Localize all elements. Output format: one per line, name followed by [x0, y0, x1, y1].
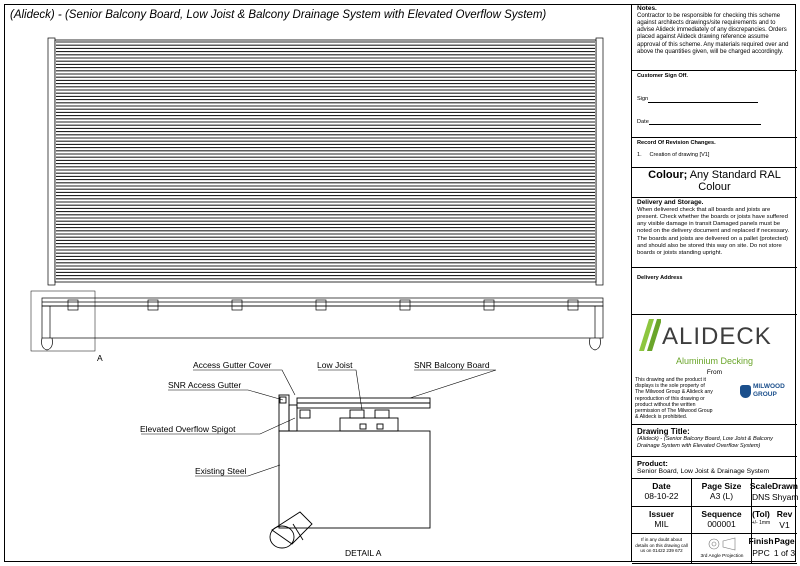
product-section: Product: Senior Board, Low Joist & Drain…	[632, 457, 797, 479]
revision-number: 1.	[637, 151, 642, 158]
tolerance-value: +/- 1mm	[751, 520, 771, 526]
leader-lines	[141, 369, 497, 477]
drawn-value: Shyam	[772, 492, 799, 502]
date-value: 08-10-22	[644, 491, 679, 501]
milwood-group-bottom: GROUP	[753, 391, 777, 398]
drawing-header: (Alideck) - (Senior Balcony Board, Low J…	[10, 9, 547, 21]
label-low-joist: Low Joist	[317, 360, 353, 370]
delivery-text: When delivered check that all boards and…	[637, 206, 790, 257]
drawing-title-heading: Drawing Title:	[637, 427, 690, 436]
label-snr-access-gutter: SNR Access Gutter	[168, 380, 242, 390]
rev-value: V1	[779, 520, 790, 530]
delivery-heading: Delivery and Storage.	[637, 199, 704, 206]
drawing-frame	[4, 4, 796, 562]
milwood-group-top: MILWOOD	[753, 383, 785, 390]
sequence-heading: Sequence	[701, 509, 742, 519]
product-text: Senior Board, Low Joist & Drainage Syste…	[637, 468, 770, 475]
finish-value: PPC	[752, 548, 770, 558]
drawn-heading: Drawn	[772, 481, 798, 491]
plan-view	[47, 37, 604, 286]
sign-field[interactable]	[648, 101, 759, 103]
alideck-logo-mark	[639, 319, 661, 351]
alideck-brand: ALIDECK	[662, 323, 772, 350]
from-text: From	[706, 369, 723, 376]
date-label: Date	[637, 118, 649, 125]
issuer-value: MIL	[654, 519, 669, 529]
colour-label: Colour;	[648, 169, 688, 181]
revisions-section: Record Of Revision Changes. 1. Creation …	[632, 138, 797, 168]
label-access-gutter-cover: Access Gutter Cover	[193, 360, 272, 370]
title-block: Notes. Contractor to be responsible for …	[631, 4, 799, 564]
scale-heading: Scale	[749, 481, 773, 491]
detail-a	[269, 394, 431, 549]
label-existing-steel: Existing Steel	[195, 466, 247, 476]
delivery-address-heading: Delivery Address	[637, 275, 683, 281]
notes-text: Contractor to be responsible for checkin…	[637, 12, 789, 55]
section-elevation	[30, 290, 604, 352]
milwood-emblem-icon	[740, 385, 751, 398]
doubt-text: If in any doubt about details on this dr…	[632, 534, 692, 564]
date-field[interactable]	[648, 124, 761, 126]
label-snr-balcony-board: SNR Balcony Board	[414, 360, 490, 370]
notes-heading: Notes.	[637, 5, 657, 12]
projection-text: 3rd Angle Projection	[700, 554, 744, 559]
details-table: Date 08-10-22 Page Size A3 (L) Scale DNS…	[632, 479, 799, 564]
rev-heading: Rev	[776, 509, 793, 519]
scale-value: DNS	[752, 492, 770, 502]
view-marker-a: A	[97, 353, 103, 363]
drawing-title-text: (Alideck) - (Senior Balcony Board, Low J…	[637, 436, 773, 449]
colour-section: Colour; Any Standard RAL Colour	[632, 168, 797, 198]
date-heading: Date	[652, 481, 671, 491]
page-heading: Page	[774, 536, 795, 546]
copyright-text: This drawing and the product it displays…	[635, 377, 713, 421]
issuer-heading: Issuer	[648, 509, 675, 519]
alideck-tagline: Aluminium Decking	[675, 356, 754, 366]
notes-section: Notes. Contractor to be responsible for …	[632, 4, 797, 71]
product-heading: Product:	[637, 459, 668, 468]
page-size-value: A3 (L)	[709, 491, 734, 501]
page-size-heading: Page Size	[701, 481, 742, 491]
revision-text: Creation of drawing [V1]	[649, 151, 710, 158]
drawing-title-section: Drawing Title: (Alideck) - (Senior Balco…	[632, 425, 797, 457]
tolerance-heading: (Tol)	[752, 509, 770, 519]
page-value: 1 of 3	[773, 548, 796, 558]
finish-heading: Finish	[748, 536, 774, 546]
signoff-heading: Customer Sign Off.	[637, 73, 688, 79]
projection-symbol-icon	[708, 537, 736, 551]
label-elevated-overflow-spigot: Elevated Overflow Spigot	[140, 424, 236, 434]
revisions-heading: Record Of Revision Changes.	[637, 140, 716, 146]
sign-label: Sign	[637, 95, 649, 102]
drawing-views	[30, 37, 604, 549]
sequence-value: 000001	[707, 519, 736, 529]
logo-section: ALIDECK Aluminium Decking From This draw…	[632, 315, 797, 425]
detail-a-caption: DETAIL A	[345, 548, 382, 558]
delivery-address-section: Delivery Address	[632, 268, 797, 315]
delivery-section: Delivery and Storage. When delivered che…	[632, 198, 797, 268]
signoff-section: Customer Sign Off. Sign Date	[632, 71, 797, 138]
colour-value: Any Standard RAL Colour	[689, 169, 781, 193]
